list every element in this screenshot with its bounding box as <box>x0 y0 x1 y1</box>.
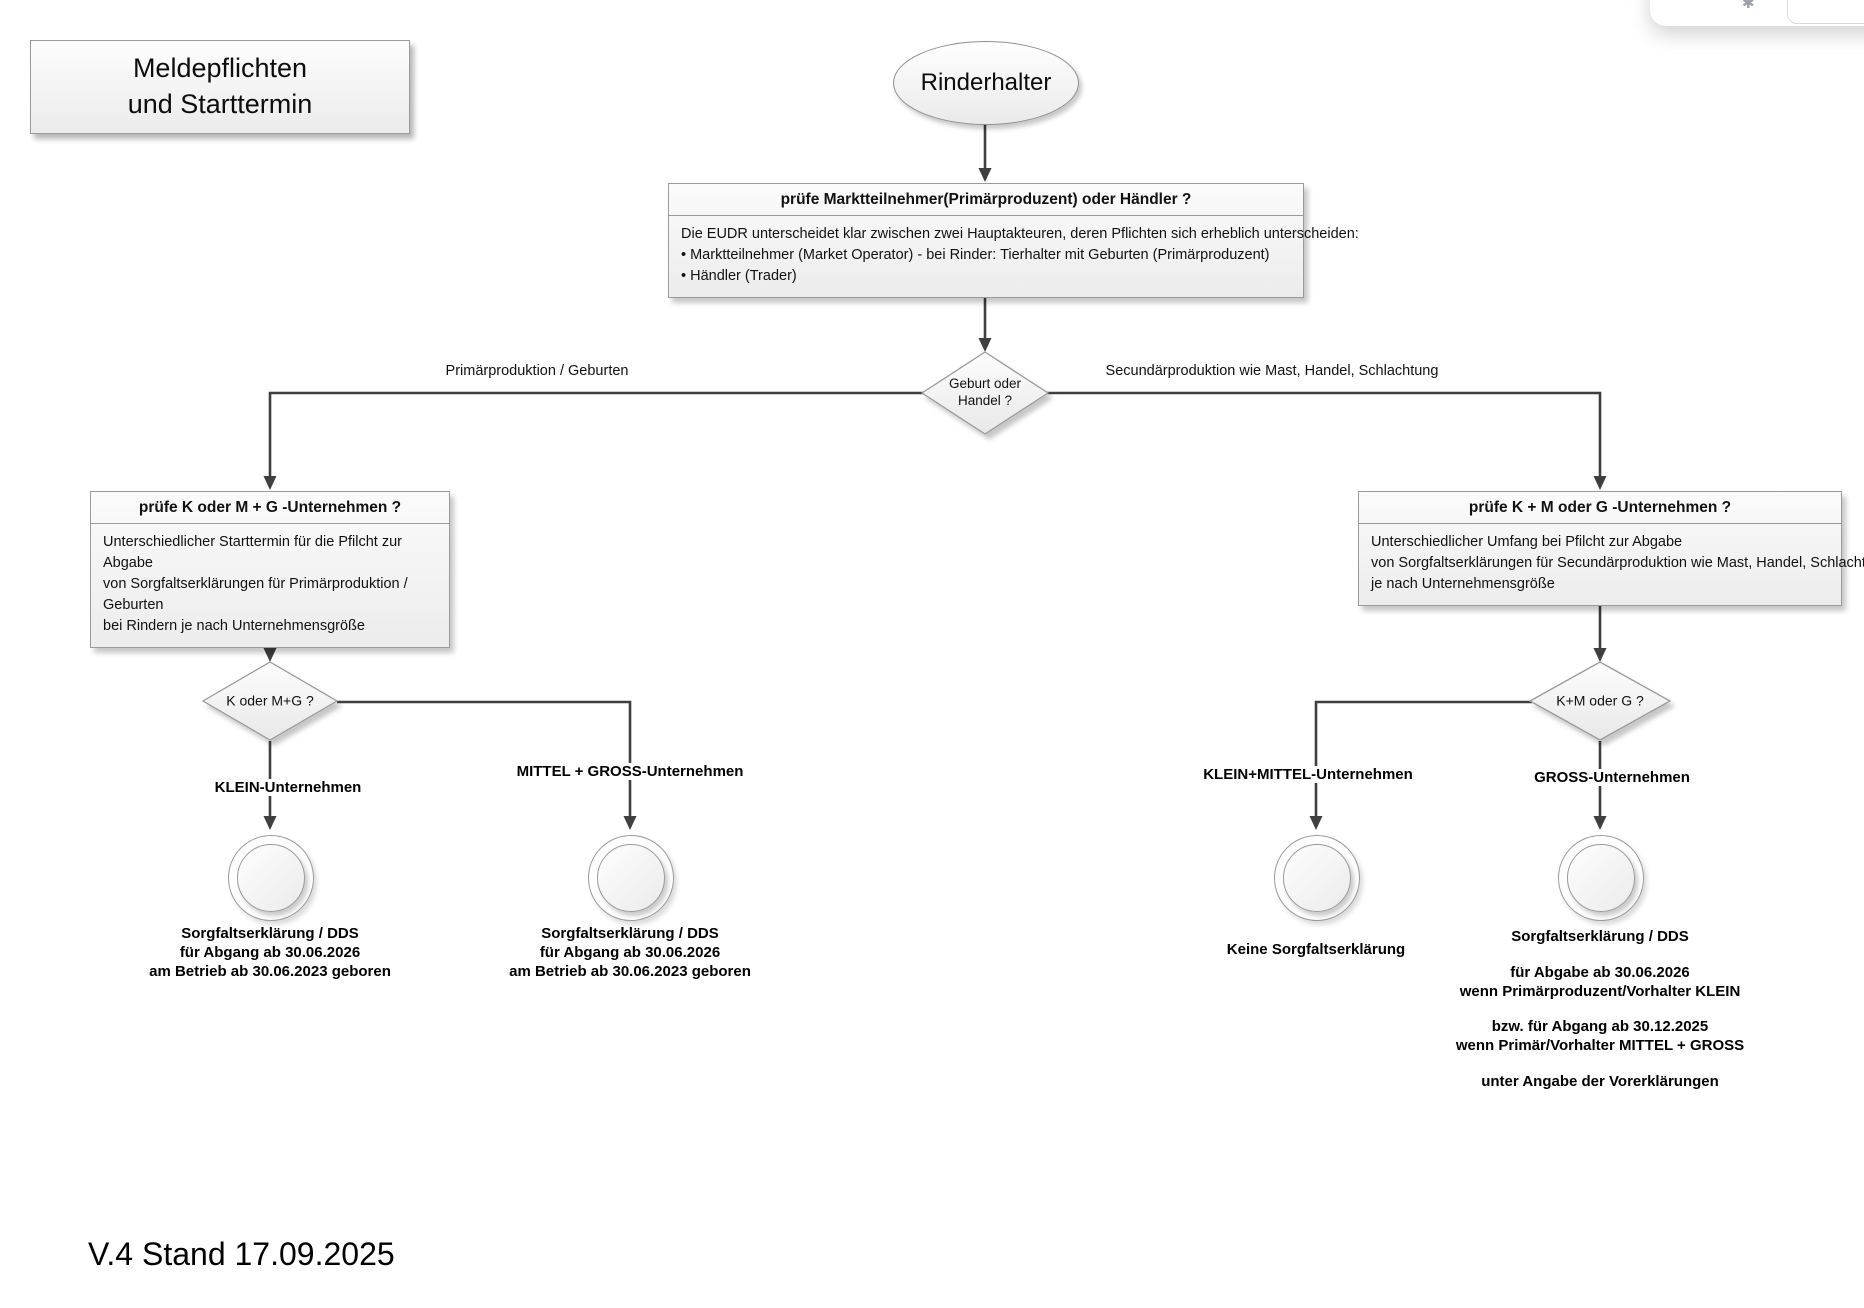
end-node-circle <box>1274 835 1360 921</box>
end-text-line: wenn Primär/Vorhalter MITTEL + GROSS <box>1455 1037 1745 1054</box>
sparkle-icon: ✱ <box>1742 0 1755 12</box>
end-text-line: für Abgabe ab 30.06.2026 <box>1510 963 1690 981</box>
version-stamp: V.4 Stand 17.09.2025 <box>88 1236 395 1272</box>
process-box-title: prüfe Marktteilnehmer(Primärproduzent) o… <box>669 184 1303 216</box>
start-node-rinderhalter: Rinderhalter <box>893 41 1079 125</box>
process-box-text-line: Die EUDR unterscheidet klar zwischen zwe… <box>681 226 1359 242</box>
process-box-check-right: prüfe K + M oder G -Unternehmen ? Unters… <box>1358 491 1864 607</box>
end-text-mittel-gross: Sorgfaltserklärung / DDS für Abgang ab 3… <box>509 925 751 981</box>
arrowheads <box>263 168 1607 830</box>
end-text-line: für Abgang ab 30.06.2026 <box>539 943 721 961</box>
decision-label-line1: Geburt oder <box>948 376 1022 392</box>
end-node-circle <box>1558 835 1644 921</box>
diagram-title-box: Meldepflichten und Starttermin <box>30 40 410 134</box>
decision-diamond-km-g <box>1528 661 1672 741</box>
process-box-check-left: prüfe K oder M + G -Unternehmen ? Unters… <box>90 491 450 649</box>
end-text-line: bzw. für Abgang ab 30.12.2025 <box>1491 1018 1709 1036</box>
process-box-text-line: Unterschiedlicher Starttermin für die Pf… <box>103 534 402 572</box>
end-text-line: unter Angabe der Vorerklärungen <box>1481 1072 1719 1090</box>
end-text-line: Sorgfaltserklärung / DDS <box>181 925 359 942</box>
end-text-line: wenn Primärproduzent/Vorhalter KLEIN <box>1459 982 1741 1000</box>
process-box-text-line: je nach Unternehmensgröße <box>1371 576 1555 593</box>
decision-label-k-mg: K oder M+G ? <box>226 692 314 709</box>
branch-label-secundaerproduktion: Secundärproduktion wie Mast, Handel, Sch… <box>1105 363 1439 379</box>
label-klein-mittel-unternehmen: KLEIN+MITTEL-Unternehmen <box>1198 766 1418 783</box>
process-box-text-line: von Sorgfaltserklärungen für Secundärpro… <box>1371 555 1864 572</box>
process-box-text-line: • Marktteilnehmer (Market Operator) - be… <box>681 247 1270 264</box>
decision-diamond-k-mg <box>201 661 339 741</box>
end-text-keine: Keine Sorgfaltserklärung <box>1227 941 1405 960</box>
label-gross-unternehmen: GROSS-Unternehmen <box>1529 769 1695 786</box>
process-box-text-line: bei Rindern je nach Unternehmensgröße <box>103 618 365 635</box>
branch-label-primaerproduktion: Primärproduktion / Geburten <box>445 363 629 379</box>
popup-button[interactable] <box>1787 0 1864 24</box>
decision-diamond-geburt-handel <box>920 351 1050 435</box>
decision-label-km-g: K+M oder G ? <box>1556 692 1644 709</box>
end-node-inner-circle <box>1283 844 1351 912</box>
end-text-line: Keine Sorgfaltserklärung <box>1226 941 1406 958</box>
end-node-inner-circle <box>597 844 665 912</box>
decision-label-geburt-handel: Geburt oder Handel ? <box>949 376 1021 410</box>
diagram-title-line1: Meldepflichten <box>132 53 308 84</box>
process-box-title: prüfe K oder M + G -Unternehmen ? <box>91 492 449 524</box>
end-text-line: Sorgfaltserklärung / DDS <box>1511 928 1689 945</box>
process-box-text-line: Unterschiedlicher Umfang bei Pfilcht zur… <box>1371 534 1683 550</box>
label-mittel-gross-unternehmen: MITTEL + GROSS-Unternehmen <box>511 763 749 780</box>
decision-label-line2: Handel ? <box>957 393 1013 408</box>
diagram-title-line2: und Starttermin <box>127 89 313 119</box>
end-node-circle <box>228 835 314 921</box>
end-node-inner-circle <box>237 844 305 912</box>
end-text-line: für Abgang ab 30.06.2026 <box>179 943 361 961</box>
label-klein-unternehmen: KLEIN-Unternehmen <box>209 779 367 796</box>
end-node-inner-circle <box>1567 844 1635 912</box>
process-box-title: prüfe K + M oder G -Unternehmen ? <box>1359 492 1841 524</box>
end-node-circle <box>588 835 674 921</box>
process-box-text-line: von Sorgfaltserklärungen für Primärprodu… <box>103 576 408 614</box>
process-box-text-line: • Händler (Trader) <box>681 268 797 285</box>
end-text-gross: Sorgfaltserklärung / DDS für Abgabe ab 3… <box>1456 928 1744 1092</box>
end-text-line: Sorgfaltserklärung / DDS <box>541 925 719 942</box>
start-node-label: Rinderhalter <box>920 69 1052 96</box>
end-text-klein: Sorgfaltserklärung / DDS für Abgang ab 3… <box>149 925 391 981</box>
process-box-check-actor: prüfe Marktteilnehmer(Primärproduzent) o… <box>668 183 1359 299</box>
end-text-line: am Betrieb ab 30.06.2023 geboren <box>149 962 391 980</box>
end-text-line: am Betrieb ab 30.06.2023 geboren <box>509 962 751 980</box>
